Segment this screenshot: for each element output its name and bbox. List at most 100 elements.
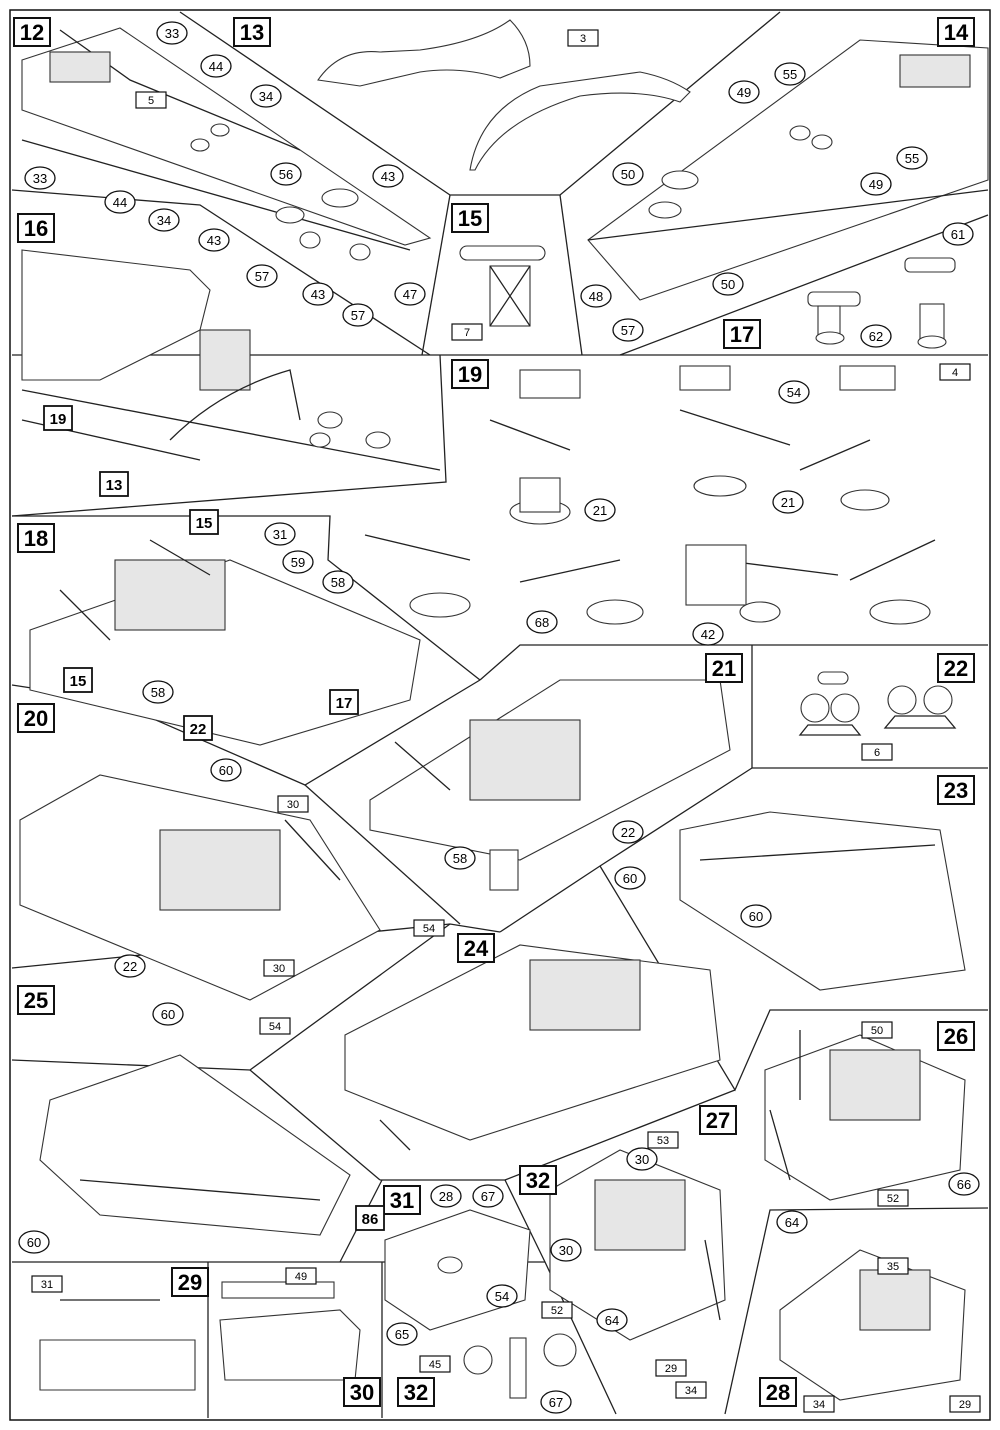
part-callout-circle: 55 bbox=[774, 62, 806, 86]
step25-hull-drawing bbox=[39, 1054, 351, 1236]
part-number: 67 bbox=[481, 1189, 495, 1204]
part-callout-circle: 66 bbox=[948, 1172, 980, 1196]
part-callout-circle: 58 bbox=[322, 570, 354, 594]
step13-bulwark-drawing bbox=[317, 19, 691, 171]
step-number: 17 bbox=[730, 322, 754, 347]
part-callout-circle: 61 bbox=[942, 222, 974, 246]
part-callout-circle: 54 bbox=[778, 380, 810, 404]
step22-reels-drawing bbox=[798, 671, 957, 736]
part-callout-circle: 34 bbox=[148, 208, 180, 232]
part-callout-box: 53 bbox=[647, 1131, 679, 1149]
part-callout-circle: 60 bbox=[18, 1230, 50, 1254]
part-callout-circle: 43 bbox=[372, 164, 404, 188]
part-number: 64 bbox=[785, 1215, 799, 1230]
part-number: 22 bbox=[621, 825, 635, 840]
step-reference-box: 15 bbox=[63, 667, 93, 693]
part-callout-box: 50 bbox=[861, 1021, 893, 1039]
part-number: 30 bbox=[635, 1152, 649, 1167]
part-callout-box: 30 bbox=[277, 795, 309, 813]
step-number: 13 bbox=[240, 20, 264, 45]
step-number: 23 bbox=[944, 778, 968, 803]
part-callout-circle: 31 bbox=[264, 522, 296, 546]
part-callout-circle: 22 bbox=[612, 820, 644, 844]
part-callout-circle: 50 bbox=[612, 162, 644, 186]
part-callout-circle: 65 bbox=[386, 1322, 418, 1346]
step-label-30: 30 bbox=[343, 1377, 381, 1407]
part-callout-box: 34 bbox=[803, 1395, 835, 1413]
part-callout-circle: 21 bbox=[772, 490, 804, 514]
part-number: 59 bbox=[291, 555, 305, 570]
step-number: 15 bbox=[458, 206, 482, 231]
part-number: 48 bbox=[589, 289, 603, 304]
part-callout-circle: 42 bbox=[692, 622, 724, 646]
step19-guns-drawing bbox=[364, 365, 936, 625]
part-number: 30 bbox=[559, 1243, 573, 1258]
step-label-27: 27 bbox=[699, 1105, 737, 1135]
part-number: 21 bbox=[593, 503, 607, 518]
part-number: 21 bbox=[781, 495, 795, 510]
part-number: 35 bbox=[887, 1261, 899, 1273]
part-number: 44 bbox=[209, 59, 223, 74]
step-reference-box: 19 bbox=[43, 405, 73, 431]
part-callout-box: 6 bbox=[861, 743, 893, 761]
part-number: 43 bbox=[207, 233, 221, 248]
step-number: 14 bbox=[944, 20, 969, 45]
part-number: 62 bbox=[869, 329, 883, 344]
part-callout-circle: 55 bbox=[896, 146, 928, 170]
step-label-24: 24 bbox=[457, 933, 495, 963]
part-number: 3 bbox=[580, 33, 586, 45]
part-number: 29 bbox=[665, 1363, 677, 1375]
part-number: 60 bbox=[161, 1007, 175, 1022]
part-number: 65 bbox=[395, 1327, 409, 1342]
step20-superstructure-drawing bbox=[19, 774, 381, 1001]
step-label-28: 28 bbox=[759, 1377, 797, 1407]
step-label-14: 14 bbox=[937, 17, 975, 47]
part-number: 29 bbox=[959, 1399, 971, 1411]
part-number: 57 bbox=[621, 323, 635, 338]
step-reference-box: 17 bbox=[329, 689, 359, 715]
part-callout-circle: 49 bbox=[860, 172, 892, 196]
part-callout-box: 52 bbox=[877, 1189, 909, 1207]
part-number: 60 bbox=[27, 1235, 41, 1250]
step-number: 21 bbox=[712, 656, 736, 681]
step18-superstructure-drawing bbox=[29, 539, 421, 746]
part-callout-circle: 47 bbox=[394, 282, 426, 306]
part-callout-circle: 59 bbox=[282, 550, 314, 574]
part-number: 54 bbox=[269, 1021, 281, 1033]
part-number: 50 bbox=[871, 1025, 883, 1037]
step15-part-drawing bbox=[459, 245, 546, 327]
part-number: 44 bbox=[113, 195, 127, 210]
part-callout-circle: 62 bbox=[860, 324, 892, 348]
part-number: 50 bbox=[721, 277, 735, 292]
step-number: 25 bbox=[24, 988, 48, 1013]
step-label-12: 12 bbox=[13, 17, 51, 47]
step-label-25: 25 bbox=[17, 985, 55, 1015]
part-callout-box: 34 bbox=[675, 1381, 707, 1399]
step17-parts-drawing bbox=[807, 257, 956, 349]
part-number: 34 bbox=[259, 89, 273, 104]
part-number: 55 bbox=[783, 67, 797, 82]
part-number: 34 bbox=[157, 213, 171, 228]
step-label-16: 16 bbox=[17, 213, 55, 243]
part-callout-box: 49 bbox=[285, 1267, 317, 1285]
part-callout-circle: 48 bbox=[580, 284, 612, 308]
part-number: 68 bbox=[535, 615, 549, 630]
step-number: 30 bbox=[350, 1380, 374, 1405]
part-callout-circle: 30 bbox=[626, 1147, 658, 1171]
step23-hull-drawing bbox=[679, 811, 966, 991]
step-number: 16 bbox=[24, 216, 48, 241]
step-number: 26 bbox=[944, 1024, 968, 1049]
part-number: 50 bbox=[621, 167, 635, 182]
step-reference-number: 17 bbox=[336, 695, 353, 712]
step14-deck-drawing bbox=[587, 39, 989, 301]
part-number: 6 bbox=[874, 747, 880, 759]
step-reference-box: 13 bbox=[99, 471, 129, 497]
part-callout-circle: 60 bbox=[740, 904, 772, 928]
part-callout-circle: 68 bbox=[526, 610, 558, 634]
part-number: 4 bbox=[952, 367, 958, 379]
step-number: 22 bbox=[944, 656, 968, 681]
step16-deck-drawing bbox=[21, 249, 441, 471]
part-callout-circle: 43 bbox=[198, 228, 230, 252]
part-number: 47 bbox=[403, 287, 417, 302]
part-number: 60 bbox=[623, 871, 637, 886]
